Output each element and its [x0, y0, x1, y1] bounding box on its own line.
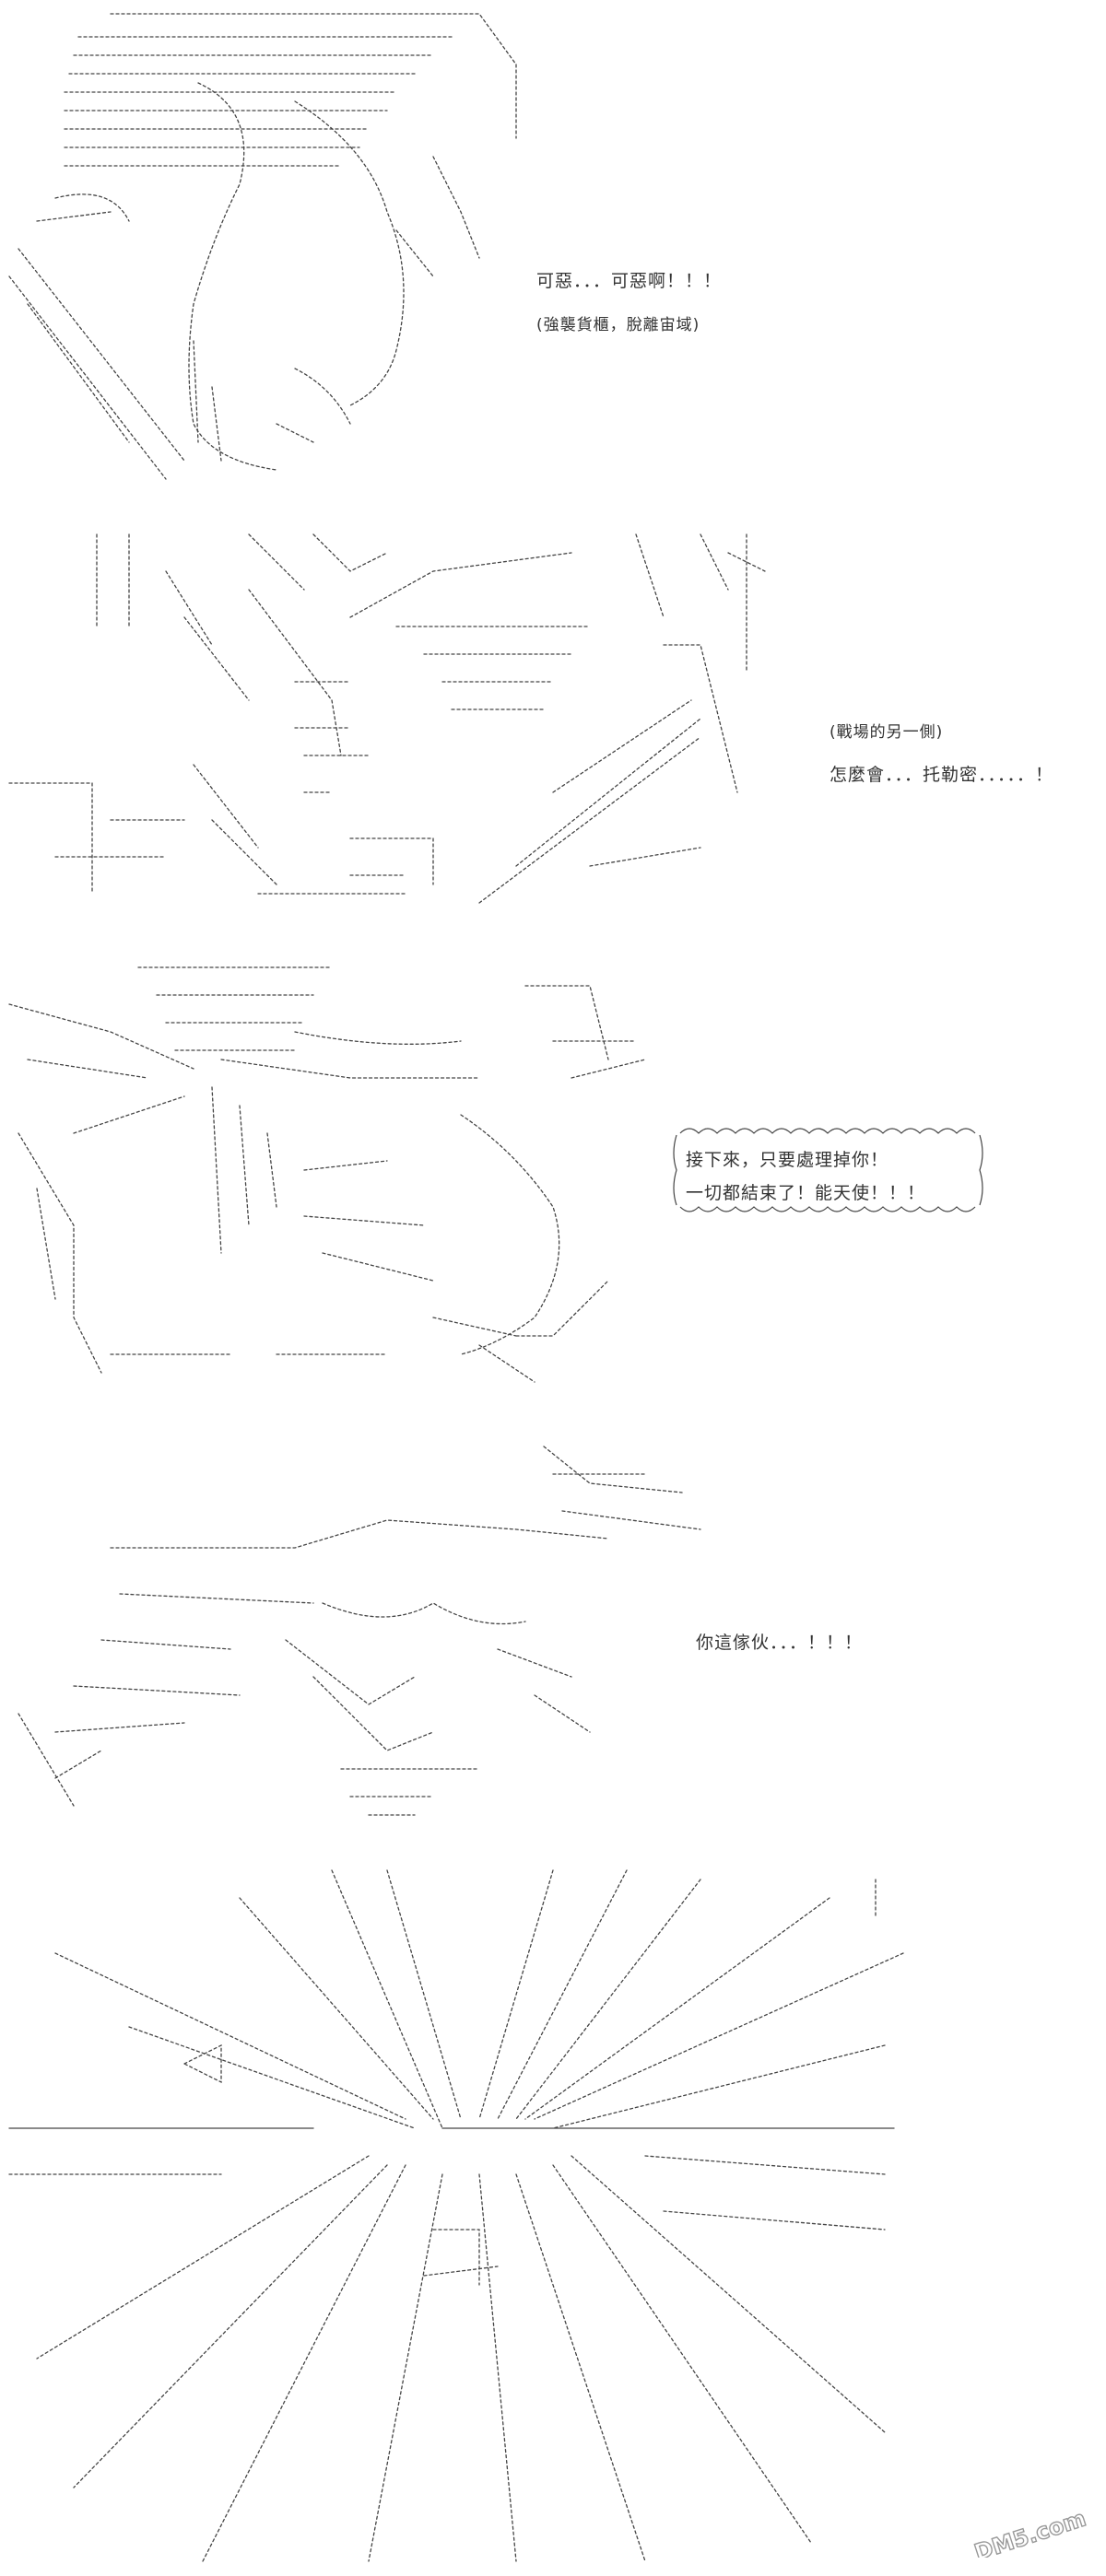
speech-bubble: 接下來，只要處理掉你！ 一切都結束了！能天使！！！	[671, 1122, 989, 1218]
ascii-art-figure-3	[8, 966, 646, 1383]
panel-3: 接下來，只要處理掉你！ 一切都結束了！能天使！！！	[0, 949, 1106, 1410]
dm5-watermark-logo: DM5.com	[970, 2502, 1089, 2567]
dialogue-line: 可惡．．．可惡啊！！！	[536, 271, 723, 291]
panel-4: 你這傢伙．．．！！！	[0, 1419, 1106, 1824]
bubble-line: 接下來，只要處理掉你！	[686, 1150, 889, 1170]
panel-2: (戰場的另一側) 怎麼會．．．托勒密．．．．．！	[0, 516, 1106, 931]
caption-line: (戰場的另一側)	[830, 723, 944, 742]
watermark-text: DM5.com	[971, 2505, 1089, 2558]
ascii-art-figure-2	[8, 533, 766, 904]
dialogue-line: 你這傢伙．．．！！！	[696, 1633, 864, 1653]
caption-line: (強襲貨櫃，脫離宙域)	[536, 316, 700, 334]
dialogue-line: 怎麼會．．．托勒密．．．．．！	[830, 765, 1054, 785]
panel-5	[0, 1843, 1106, 2576]
ascii-art-figure-1	[8, 13, 517, 480]
bubble-line: 一切都結束了！能天使！！！	[686, 1183, 926, 1203]
panel-1: 可惡．．．可惡啊！！！ (強襲貨櫃，脫離宙域)	[0, 0, 1106, 498]
ascii-art-figure-4	[18, 1446, 701, 1816]
ascii-art-explosion	[8, 1869, 904, 2562]
